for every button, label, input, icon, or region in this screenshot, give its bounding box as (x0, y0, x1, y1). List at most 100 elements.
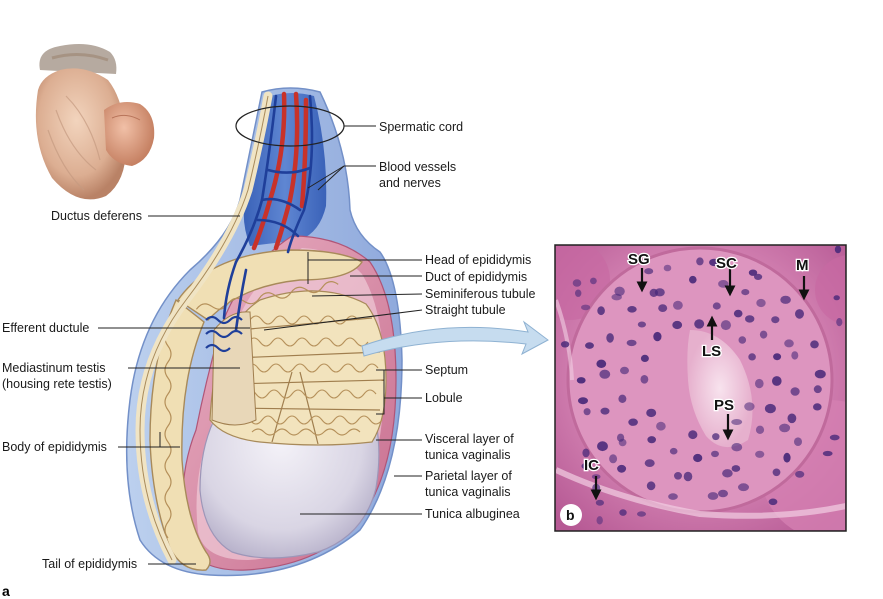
nucleus (709, 258, 720, 267)
nucleus (755, 378, 764, 389)
nucleus (772, 468, 781, 477)
label-spermatic-cord: Spermatic cord (379, 120, 463, 134)
nucleus (771, 316, 780, 324)
nucleus (640, 375, 649, 384)
nucleus (755, 425, 765, 434)
nucleus (741, 289, 750, 296)
nucleus (669, 447, 678, 455)
panel-b-badge (560, 504, 582, 526)
label-straight-tubule: Straight tubule (425, 303, 506, 317)
label-parietal-layer-line2: tunica vaginalis (425, 485, 510, 499)
nucleus (784, 339, 794, 348)
nucleus (597, 441, 608, 452)
nucleus (722, 469, 733, 478)
nucleus (711, 450, 719, 458)
nucleus (581, 462, 592, 470)
label-sg: SG (628, 251, 650, 268)
nucleus (772, 376, 782, 386)
nucleus (731, 419, 743, 425)
magnification-callout-arrow (361, 320, 549, 357)
nucleus (810, 340, 819, 349)
nucleus (748, 353, 756, 361)
nucleus (833, 295, 840, 301)
nucleus (646, 408, 657, 418)
label-head-epididymis: Head of epididymis (425, 253, 531, 267)
label-body-epididymis: Body of epididymis (2, 440, 107, 454)
nucleus (663, 264, 672, 272)
nucleus (583, 408, 591, 416)
label-parietal-layer: Parietal layer of (425, 469, 512, 483)
nucleus (674, 472, 682, 480)
nucleus (744, 402, 755, 411)
nucleus (759, 330, 768, 339)
nucleus (787, 413, 797, 424)
nucleus (617, 464, 627, 473)
nucleus (575, 289, 582, 297)
diagram-labels: Spermatic cord Blood vessels and nerves … (2, 120, 536, 599)
nucleus (707, 492, 719, 500)
label-mediastinum-testis-line2: (housing rete testis) (2, 377, 112, 391)
nucleus (773, 353, 782, 361)
nucleus (647, 436, 656, 444)
nucleus (693, 453, 703, 463)
micrograph-panel: SG SC M LS PS IC b (554, 244, 847, 532)
nucleus (738, 336, 747, 344)
nucleus (600, 407, 610, 415)
leader-lines (98, 125, 423, 565)
nucleus (620, 366, 629, 375)
label-seminiferous-tubule: Seminiferous tubule (425, 287, 536, 301)
nucleus (627, 306, 637, 313)
nucleus (768, 498, 778, 506)
nucleus (718, 280, 729, 288)
nucleus (756, 298, 766, 308)
nucleus (578, 397, 588, 405)
nucleus (834, 246, 842, 254)
nucleus (644, 459, 655, 467)
testis-cross-section (125, 87, 403, 577)
label-blood-vessels-line2: and nerves (379, 176, 441, 190)
label-duct-epididymis: Duct of epididymis (425, 270, 527, 284)
panel-a-letter: a (2, 583, 10, 599)
nucleus (779, 423, 791, 433)
label-lobule: Lobule (425, 391, 463, 405)
label-sc: SC (716, 255, 737, 272)
nucleus (596, 359, 607, 368)
nucleus (688, 430, 698, 440)
label-tunica-albuginea: Tunica albuginea (425, 507, 520, 521)
nucleus (829, 434, 840, 441)
label-tail-epididymis: Tail of epididymis (42, 557, 137, 571)
nucleus (658, 304, 668, 312)
nucleus (590, 277, 597, 285)
nucleus (754, 273, 763, 280)
nucleus (640, 354, 649, 362)
nucleus (581, 304, 591, 311)
nucleus (822, 450, 833, 457)
label-visceral-layer-line2: tunica vaginalis (425, 448, 510, 462)
nucleus (712, 302, 721, 310)
nucleus (794, 437, 802, 447)
nucleus (572, 279, 582, 287)
nucleus (694, 319, 705, 329)
tissue-texture (556, 246, 845, 530)
label-ls: LS (702, 343, 721, 360)
label-blood-vessels: Blood vessels (379, 160, 456, 174)
nucleus (646, 481, 656, 491)
nucleus (609, 454, 618, 464)
nucleus (712, 433, 720, 441)
nucleus (637, 321, 647, 328)
label-mediastinum-testis: Mediastinum testis (2, 361, 106, 375)
label-visceral-layer: Visceral layer of (425, 432, 514, 446)
nucleus (614, 286, 625, 296)
panel-b-letter: b (566, 507, 575, 523)
nucleus (733, 309, 743, 318)
cell-nuclei (560, 246, 843, 525)
nucleus (560, 341, 570, 348)
nucleus (731, 465, 741, 472)
nucleus (720, 320, 732, 331)
nucleus (617, 433, 625, 442)
nucleus (813, 403, 822, 411)
nucleus (814, 369, 826, 379)
nucleus (813, 385, 822, 394)
nucleus (672, 320, 683, 330)
nucleus (795, 309, 804, 319)
